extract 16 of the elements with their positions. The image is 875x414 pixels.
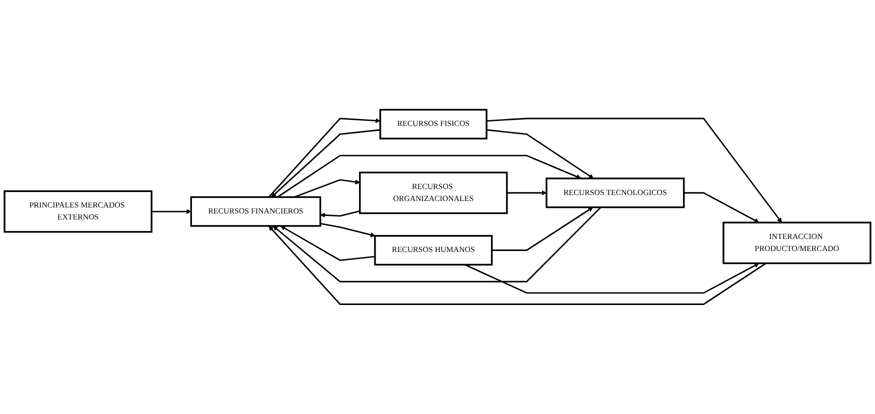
arrow <box>277 154 582 198</box>
arrow <box>294 179 360 198</box>
arrow <box>272 206 602 282</box>
arrow <box>268 226 766 305</box>
arrow <box>506 190 547 196</box>
arrow <box>268 118 380 198</box>
arrow <box>280 226 376 262</box>
arrow <box>486 118 782 223</box>
arrow <box>320 210 360 218</box>
arrow <box>684 192 760 223</box>
arrow <box>320 222 376 238</box>
arrow <box>492 207 594 251</box>
arrow <box>152 209 192 214</box>
arrow <box>464 263 760 294</box>
arrow <box>271 129 380 198</box>
arrow <box>486 129 594 179</box>
